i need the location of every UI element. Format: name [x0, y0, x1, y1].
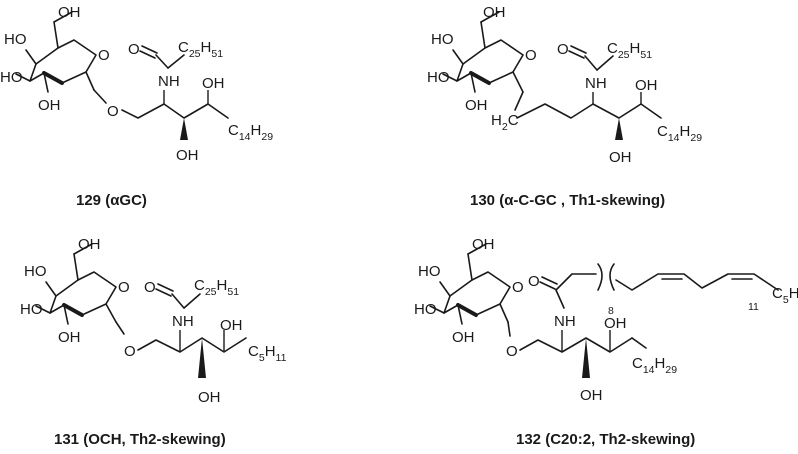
ring-oxygen-label: O [118, 279, 130, 296]
ho-label: HO [4, 31, 27, 48]
alkyl-tail-label: C14H29 [228, 122, 273, 143]
compound-129: OH HO HO OH O O NH O C25H51 OH OH C14H29 [0, 4, 273, 164]
caption-129: 129 (αGC) [76, 192, 147, 209]
carbonyl-oxygen-label: O [128, 41, 140, 58]
nh-label: NH [158, 73, 180, 90]
oh-label: OH [78, 236, 101, 253]
carbonyl-oxygen-label: O [557, 41, 569, 58]
compound-131: OH HO HO OH O O NH O C25H51 OH OH C5H11 [20, 236, 287, 406]
galactose-ring [14, 10, 98, 94]
alkyl-tail-label: C5H11 [248, 343, 287, 364]
alkyl-tail-label: C14H29 [632, 355, 677, 376]
glycosidic-oxygen-label: O [506, 343, 518, 360]
oh-label: OH [38, 97, 61, 114]
caption-132: 132 (C20:2, Th2-skewing) [516, 431, 695, 448]
oh-label: OH [465, 97, 488, 114]
ring-oxygen-label: O [525, 47, 537, 64]
oh-label: OH [176, 147, 199, 164]
oh-label: OH [580, 387, 603, 404]
oh-label: OH [483, 4, 506, 21]
ho-label: HO [427, 69, 450, 86]
carbonyl-oxygen-label: O [528, 273, 540, 290]
ho-label: HO [418, 263, 441, 280]
caption-130: 130 (α-C-GC , Th1-skewing) [470, 192, 665, 209]
carbonyl-oxygen-label: O [144, 279, 156, 296]
nh-label: NH [172, 313, 194, 330]
acyl-chain-label: C25H51 [194, 277, 239, 298]
ho-label: HO [20, 301, 43, 318]
ring-oxygen-label: O [98, 47, 110, 64]
acyl-chain-label: C25H51 [178, 39, 223, 60]
oh-label: OH [220, 317, 243, 334]
glycosidic-oxygen-label: O [107, 103, 119, 120]
oh-label: OH [604, 315, 627, 332]
oh-label: OH [609, 149, 632, 166]
ho-label: HO [24, 263, 47, 280]
ho-label: HO [431, 31, 454, 48]
compound-132: OH HO HO OH O O NH O 8 C5H 11 OH OH C14H… [414, 236, 798, 404]
oh-label: OH [202, 75, 225, 92]
chain-end-subscript: 11 [748, 301, 759, 313]
galactose-ring [428, 242, 512, 326]
alkyl-tail-label: C14H29 [657, 123, 702, 144]
nh-label: NH [585, 75, 607, 92]
oh-label: OH [635, 77, 658, 94]
chain-end-label: C5H [772, 285, 798, 306]
galactose-ring [441, 10, 525, 94]
galactose-ring [34, 242, 118, 326]
ho-label: HO [0, 69, 23, 86]
acyl-chain-label: C25H51 [607, 40, 652, 61]
ho-label: HO [414, 301, 437, 318]
glycosidic-oxygen-label: O [124, 343, 136, 360]
nh-label: NH [554, 313, 576, 330]
ring-oxygen-label: O [512, 279, 524, 296]
caption-131: 131 (OCH, Th2-skewing) [54, 431, 226, 448]
methylene-label: H2C [491, 112, 519, 133]
oh-label: OH [472, 236, 495, 253]
oh-label: OH [198, 389, 221, 406]
compound-130: OH HO HO OH O H2C NH O C25H51 OH OH C14H… [427, 4, 702, 166]
oh-label: OH [58, 329, 81, 346]
oh-label: OH [452, 329, 475, 346]
oh-label: OH [58, 4, 81, 21]
repeat-count-label: 8 [608, 305, 614, 317]
